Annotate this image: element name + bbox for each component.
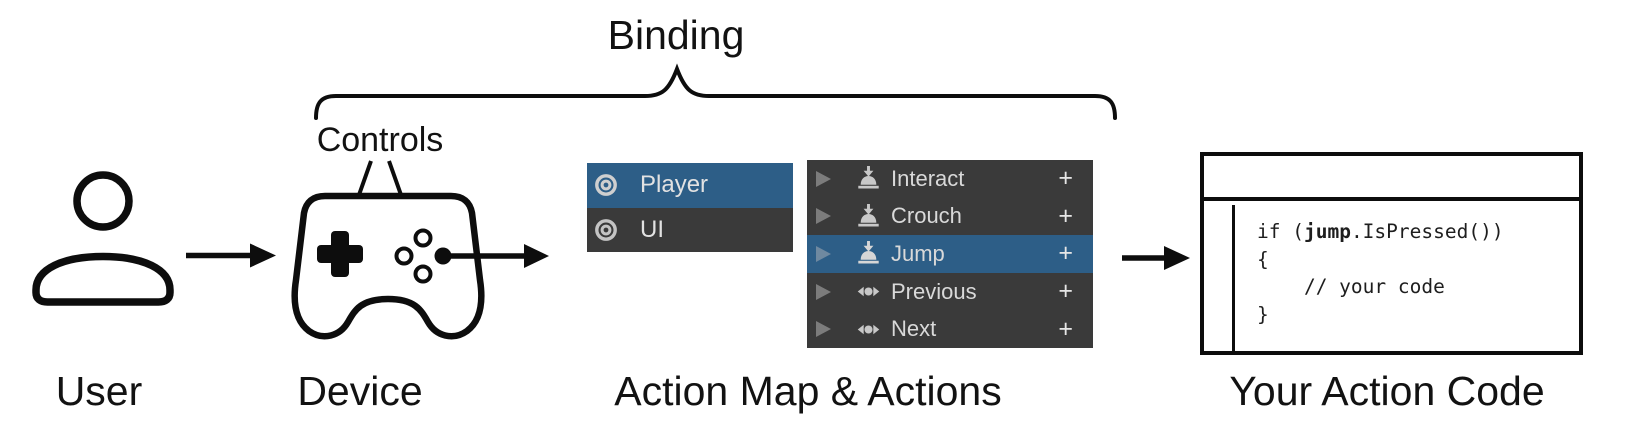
- jump-variable: jump: [1303, 220, 1351, 243]
- action-map-icon: [595, 218, 617, 241]
- pressed-button-dot: [434, 247, 452, 265]
- add-binding-button[interactable]: +: [1058, 277, 1073, 306]
- code-window-titlebar: [1204, 156, 1579, 201]
- arrow-device-to-actionmap: [451, 244, 549, 268]
- axis-icon: [857, 324, 880, 334]
- add-binding-button[interactable]: +: [1058, 164, 1073, 193]
- user-icon: [32, 171, 174, 306]
- action-code-window: if (jump.IsPressed()) { // your code }: [1200, 152, 1583, 355]
- gamepad-icon: [291, 192, 485, 340]
- action-map-item-label: UI: [640, 215, 664, 243]
- action-map-label: Action Map & Actions: [614, 368, 1002, 414]
- button-press-icon: [858, 241, 879, 264]
- foldout-arrow-icon[interactable]: [812, 319, 833, 339]
- arrow-user-to-device: [186, 243, 276, 268]
- arrow-actions-to-code: [1122, 246, 1190, 270]
- action-label: Next: [891, 316, 937, 342]
- action-label: Interact: [891, 165, 965, 191]
- action-row-interact[interactable]: Interact +: [807, 160, 1093, 198]
- action-label: Jump: [891, 240, 945, 266]
- code-line-2: {: [1257, 247, 1269, 271]
- action-label: Previous: [891, 278, 977, 304]
- foldout-arrow-icon[interactable]: [812, 206, 833, 226]
- add-binding-button[interactable]: +: [1058, 239, 1073, 268]
- action-row-next[interactable]: Next +: [807, 310, 1093, 348]
- action-map-panel: Player UI: [587, 163, 793, 252]
- foldout-arrow-icon[interactable]: [812, 169, 833, 189]
- action-label: Crouch: [891, 203, 962, 229]
- code-line-4: }: [1257, 302, 1269, 326]
- face-buttons-icon: [394, 228, 452, 284]
- device-label: Device: [297, 368, 423, 414]
- foldout-arrow-icon[interactable]: [812, 282, 833, 302]
- user-label: User: [55, 368, 143, 414]
- action-row-previous[interactable]: Previous +: [807, 272, 1093, 311]
- actions-panel: Interact + Crouch +: [807, 160, 1093, 348]
- code-line-1: if (jump.IsPressed()): [1257, 220, 1504, 243]
- button-press-icon: [858, 203, 879, 227]
- gamepad-body: [291, 192, 485, 340]
- add-binding-button[interactable]: +: [1058, 201, 1073, 230]
- action-row-crouch[interactable]: Crouch +: [807, 197, 1093, 236]
- code-line-3: // your code: [1257, 275, 1445, 298]
- action-map-item-player[interactable]: Player: [587, 163, 793, 208]
- add-binding-button[interactable]: +: [1058, 314, 1073, 343]
- button-press-icon: [858, 166, 879, 189]
- action-row-jump[interactable]: Jump +: [807, 235, 1093, 273]
- controls-label: Controls: [316, 121, 444, 159]
- dpad-icon: [317, 231, 363, 277]
- binding-label: Binding: [607, 12, 745, 58]
- action-map-icon: [595, 174, 617, 197]
- binding-brace: [314, 63, 1117, 120]
- action-map-item-ui[interactable]: UI: [587, 207, 793, 252]
- action-map-item-label: Player: [640, 171, 709, 199]
- code-editor-area: if (jump.IsPressed()) { // your code }: [1232, 205, 1579, 351]
- axis-icon: [857, 286, 880, 297]
- foldout-arrow-icon[interactable]: [812, 244, 833, 264]
- action-code-label: Your Action Code: [1229, 368, 1545, 414]
